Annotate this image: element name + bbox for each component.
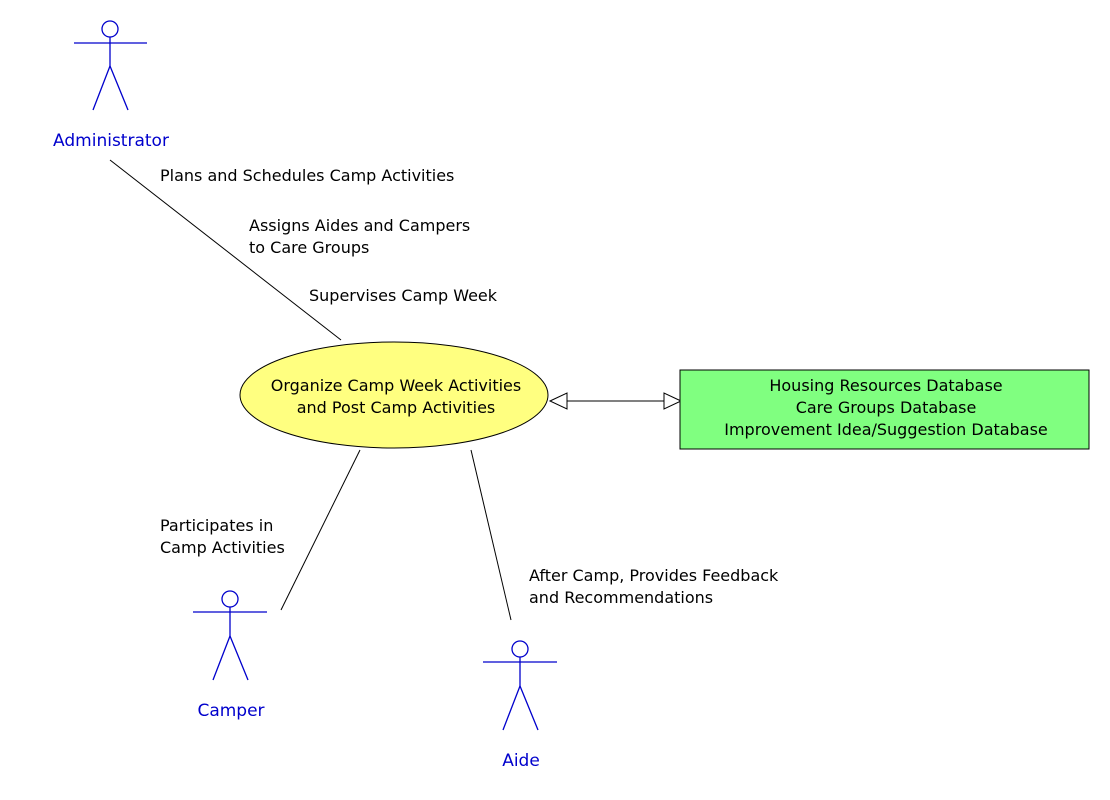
administrator-leg-right xyxy=(109,65,129,111)
annotation-participates-line2: Camp Activities xyxy=(160,538,285,557)
annotation-assigns-line1: Assigns Aides and Campers xyxy=(249,216,470,235)
actor-aide[interactable] xyxy=(483,640,557,731)
aide-head xyxy=(511,640,529,658)
association-aide xyxy=(470,449,512,621)
annotation-participates-line1: Participates in xyxy=(160,516,273,535)
aide-leg-right xyxy=(519,685,539,731)
database-line1: Housing Resources Database xyxy=(769,376,1002,395)
aide-leg-left xyxy=(502,685,521,731)
annotation-feedback-line2: and Recommendations xyxy=(529,588,713,607)
camper-leg-right xyxy=(229,635,249,681)
actor-administrator[interactable] xyxy=(74,20,147,111)
database-box[interactable] xyxy=(679,369,1090,450)
database-line2: Care Groups Database xyxy=(796,398,977,417)
annotation-assigns-line2: to Care Groups xyxy=(249,238,369,257)
actor-camper[interactable] xyxy=(193,590,267,681)
use-case-line1: Organize Camp Week Activities xyxy=(271,376,521,395)
use-case-line2: and Post Camp Activities xyxy=(297,398,496,417)
administrator-head xyxy=(101,20,119,38)
camper-leg-left xyxy=(212,635,231,681)
camper-label: Camper xyxy=(197,701,264,721)
annotation-feedback-line1: After Camp, Provides Feedback xyxy=(529,566,779,585)
association-administrator xyxy=(109,159,342,341)
annotation-plans: Plans and Schedules Camp Activities xyxy=(160,166,454,185)
arrowhead-right-icon xyxy=(663,392,683,410)
annotation-supervises: Supervises Camp Week xyxy=(309,286,498,305)
camper-head xyxy=(221,590,239,608)
arrowhead-left-icon xyxy=(548,392,568,410)
administrator-leg-left xyxy=(92,65,111,111)
association-camper xyxy=(280,449,361,611)
administrator-label: Administrator xyxy=(53,131,169,151)
aide-label: Aide xyxy=(502,751,540,771)
use-case-ellipse[interactable] xyxy=(239,341,549,449)
database-line3: Improvement Idea/Suggestion Database xyxy=(724,420,1048,439)
